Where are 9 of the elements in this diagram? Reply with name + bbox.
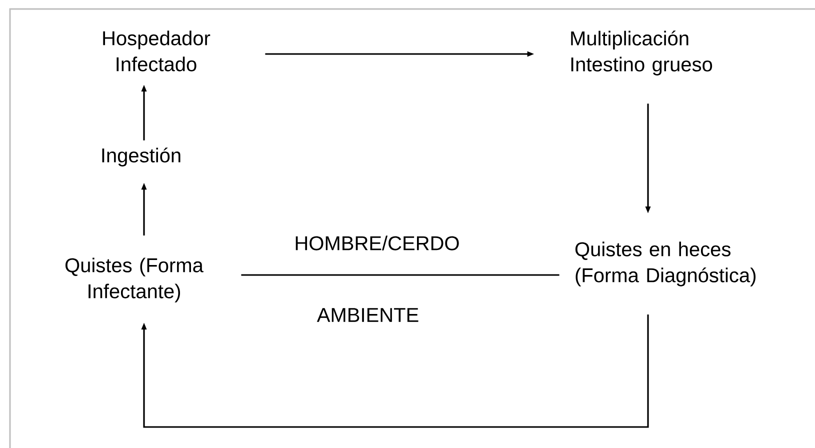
arrow xyxy=(141,314,649,428)
stage-label: Quistes en heces (Forma Diagnóstica) xyxy=(575,242,756,286)
stage-label: Multiplicación Intestino grueso xyxy=(571,30,712,76)
stage-label: Hospedador Infectado xyxy=(103,30,210,72)
stage-label: Quistes (Forma Infectante) xyxy=(65,258,204,302)
stage-label: Ingestión xyxy=(102,148,180,166)
region-label: AMBIENTE xyxy=(316,308,418,322)
divider-line xyxy=(241,274,560,276)
region-label: HOMBRE/CERDO xyxy=(296,236,459,250)
